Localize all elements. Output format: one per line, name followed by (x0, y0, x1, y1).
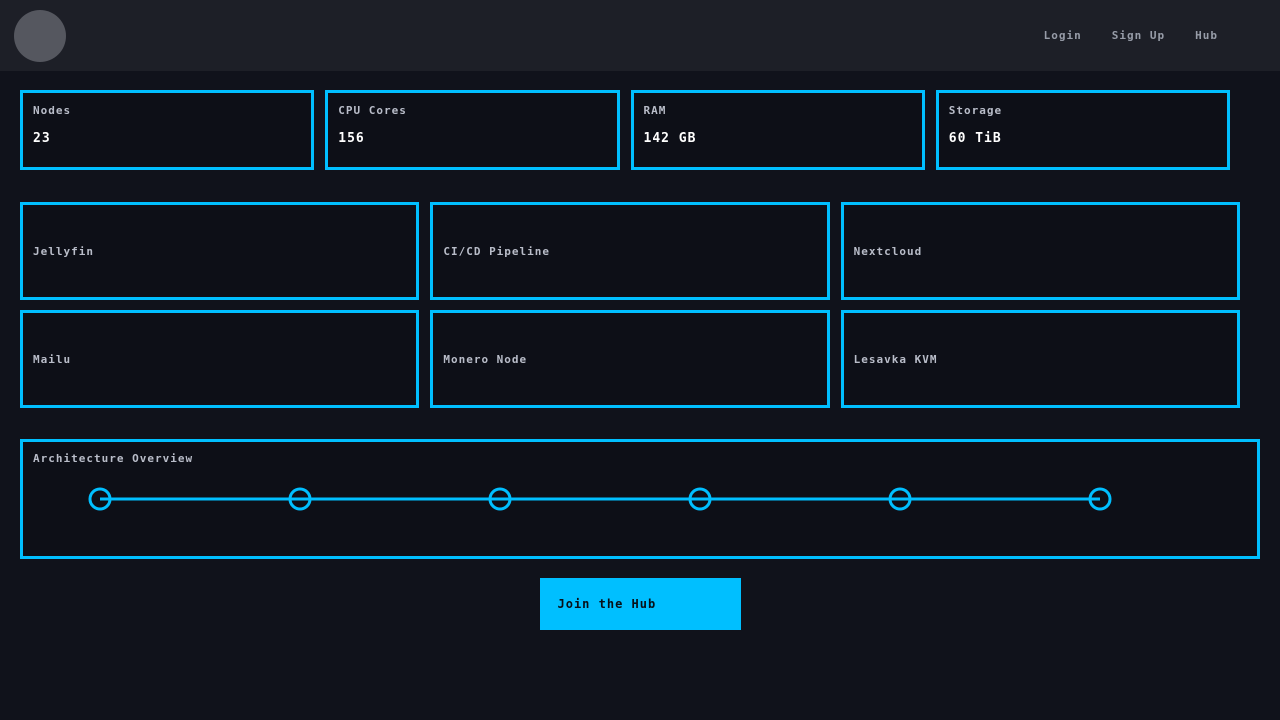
architecture-node (688, 487, 712, 511)
architecture-panel: Architecture Overview (20, 439, 1260, 559)
stat-value: 60 TiB (948, 131, 1002, 146)
avatar[interactable] (14, 9, 66, 62)
service-card-lesavka-kvm[interactable]: Lesavka KVM (840, 310, 1240, 408)
service-card-jellyfin[interactable]: Jellyfin (20, 202, 420, 300)
services-grid: Jellyfin CI/CD Pipeline Nextcloud Mailu … (20, 202, 1240, 408)
stat-label: Nodes (33, 104, 72, 117)
architecture-node (288, 487, 312, 511)
service-label: Jellyfin (33, 244, 94, 258)
main-content: Nodes 23 CPU Cores 156 RAM 142 GB Storag… (0, 90, 1280, 630)
stat-label: Storage (948, 104, 1003, 117)
service-card-monero-node[interactable]: Monero Node (430, 310, 830, 408)
service-card-cicd-pipeline[interactable]: CI/CD Pipeline (430, 202, 830, 300)
stat-value: 156 (338, 131, 365, 146)
service-label: Nextcloud (853, 244, 923, 258)
nav-link-login[interactable]: Login (1043, 29, 1082, 42)
stat-label: RAM (643, 104, 667, 117)
service-label: Monero Node (443, 352, 528, 366)
stat-value: 142 GB (643, 131, 697, 146)
architecture-node (488, 487, 512, 511)
architecture-title: Architecture Overview (33, 452, 194, 465)
nav-links: Login Sign Up Hub (1044, 29, 1218, 42)
architecture-node (1088, 487, 1112, 511)
stats-row: Nodes 23 CPU Cores 156 RAM 142 GB Storag… (20, 90, 1230, 170)
nav-link-hub[interactable]: Hub (1195, 29, 1218, 42)
stat-card-ram: RAM 142 GB (630, 90, 925, 170)
service-label: Lesavka KVM (853, 352, 938, 366)
architecture-diagram (88, 487, 1112, 511)
stat-card-nodes: Nodes 23 (20, 90, 315, 170)
stat-label: CPU Cores (338, 104, 407, 117)
top-nav: Login Sign Up Hub (0, 0, 1280, 71)
nav-link-signup[interactable]: Sign Up (1111, 29, 1166, 42)
architecture-node (888, 487, 912, 511)
service-card-mailu[interactable]: Mailu (20, 310, 420, 408)
architecture-node (88, 487, 112, 511)
stat-card-cpu-cores: CPU Cores 156 (325, 90, 620, 170)
service-label: CI/CD Pipeline (443, 244, 551, 258)
stat-value: 23 (33, 131, 51, 146)
join-hub-button[interactable]: Join the Hub (539, 578, 741, 630)
service-label: Mailu (33, 352, 72, 366)
service-card-nextcloud[interactable]: Nextcloud (840, 202, 1240, 300)
stat-card-storage: Storage 60 TiB (935, 90, 1230, 170)
